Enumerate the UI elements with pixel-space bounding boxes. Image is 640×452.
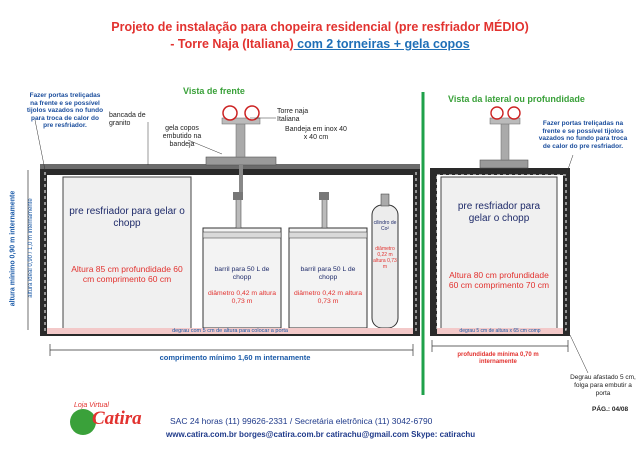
barril-2 bbox=[288, 227, 368, 329]
side-view-heading: Vista da lateral ou profundidade bbox=[448, 94, 585, 104]
page-title: Projeto de instalação para chopeira resi… bbox=[111, 20, 529, 34]
subtitle-suffix: com 2 torneiras + gela copos bbox=[293, 37, 470, 51]
side-degrau-afastado: Degrau afastado 5 cm, folga para embutir… bbox=[570, 374, 636, 397]
barril-2-dims: diâmetro 0,42 m altura 0,73 m bbox=[293, 290, 362, 305]
cilindro-dims: diâmetro 0,22 m altura 0,73 m bbox=[373, 246, 397, 270]
label-torre: Torre naja Italiana bbox=[277, 108, 309, 123]
pre-resfriador-side bbox=[440, 176, 558, 330]
front-altura-min: altura mínimo 0,90 m internamente bbox=[9, 190, 17, 307]
front-pre-dims: Altura 85 cm profundidade 60 cm comprime… bbox=[71, 264, 183, 284]
label-bandeja: Bandeja em inox 40 x 40 cm bbox=[285, 126, 347, 141]
front-altura-ideal: altura ideal 0,90 / 1,0 m internamente bbox=[28, 198, 34, 298]
side-pre-title: pre resfriador para gelar o chopp bbox=[457, 201, 541, 224]
front-view-heading: Vista de frente bbox=[183, 86, 245, 96]
subtitle-prefix: - Torre Naja (Italiana) bbox=[170, 37, 294, 51]
page-number: PÁG.: 04/08 bbox=[592, 406, 629, 413]
front-pre-title: pre resfriador para gelar o chopp bbox=[69, 206, 185, 229]
page-subtitle: - Torre Naja (Italiana) com 2 torneiras … bbox=[0, 36, 640, 52]
side-profundidade: profundidade mínima 0,70 m internamente bbox=[457, 352, 539, 365]
side-degrau: degrau 5 cm de altura x 65 cm comp bbox=[459, 328, 541, 334]
bandeja-inox bbox=[205, 156, 277, 166]
label-bancada: bancada de granito bbox=[109, 112, 146, 127]
barril-1-dims: diâmetro 0,42 m altura 0,73 m bbox=[207, 290, 276, 305]
front-degrau: degrau com 5 cm de altura para colocar a… bbox=[172, 328, 288, 334]
brand-small: Loja Virtual bbox=[74, 402, 109, 409]
tap-left bbox=[222, 105, 238, 121]
tap-right bbox=[244, 105, 260, 121]
footer-sac: SAC 24 horas (11) 99626-2331 / Secretári… bbox=[170, 416, 433, 426]
footer-links[interactable]: www.catira.com.br borges@catira.com.br c… bbox=[166, 430, 476, 439]
torre-naja bbox=[235, 119, 246, 158]
brand-logo-icon bbox=[70, 409, 96, 435]
pre-resfriador-front bbox=[62, 176, 192, 330]
side-note: Fazer portas treliçadas na frente e se p… bbox=[538, 120, 628, 150]
barril-2-title: barril para 50 L de chopp bbox=[300, 266, 356, 281]
barril-1-title: barril para 50 L de chopp bbox=[214, 266, 270, 281]
cilindro-label: cilindro de Co² bbox=[373, 220, 397, 232]
front-note: Fazer portas treliçadas na frente e se p… bbox=[26, 92, 104, 129]
brand-name: Catira bbox=[92, 408, 142, 429]
front-comprimento: comprimento mínimo 1,60 m internamente bbox=[159, 353, 311, 362]
side-pre-dims: Altura 80 cm profundidade 60 cm comprime… bbox=[448, 270, 550, 290]
label-gela-copos: gela copos embutido na bandeja bbox=[162, 125, 202, 148]
